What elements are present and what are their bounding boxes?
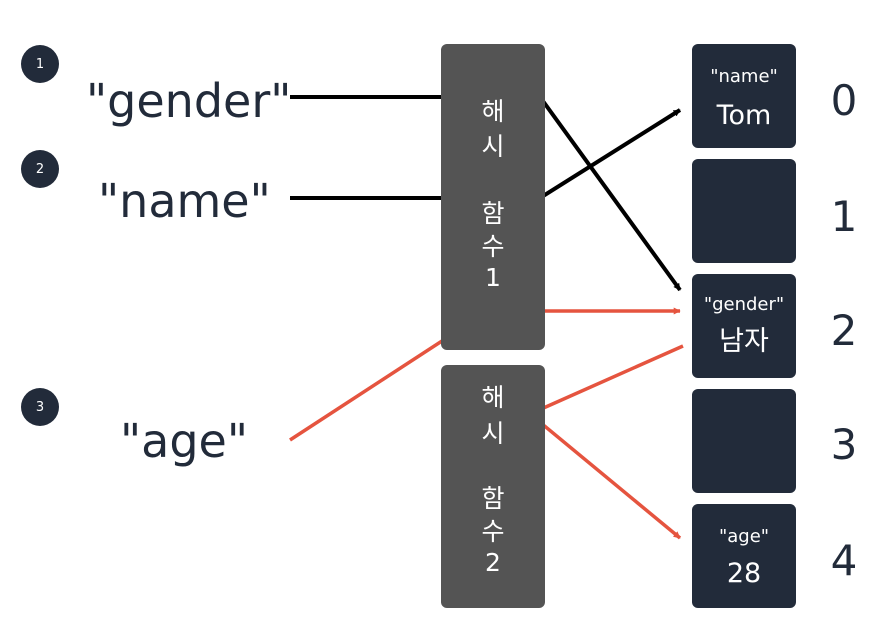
bucket-index-2: 2 <box>830 306 858 355</box>
step-badge-2: 2 <box>21 150 59 188</box>
bucket-1 <box>692 159 796 263</box>
key-name: "name" <box>98 174 271 228</box>
bucket-index-4: 4 <box>830 536 858 585</box>
bucket-0-value: Tom <box>716 100 772 131</box>
bucket-0-key: "name" <box>710 66 778 87</box>
step-badge-3: 3 <box>21 388 59 426</box>
arrow-rehash-to-bucket-4 <box>526 344 684 540</box>
key-age: "age" <box>120 414 249 468</box>
step-badge-1: 1 <box>21 45 59 83</box>
bucket-index-3: 3 <box>830 420 858 469</box>
hash-function-1-char: 수 <box>481 232 505 261</box>
hash-function-1-char: 함 <box>481 199 505 228</box>
bucket-4-value: 28 <box>726 558 762 589</box>
hash-function-2-char: 2 <box>485 548 501 577</box>
hash-function-2-char: 해 <box>481 383 505 412</box>
bucket-0: "name" Tom <box>692 44 796 148</box>
hash-function-1-char: 1 <box>485 263 501 292</box>
bucket-index-1: 1 <box>830 192 858 241</box>
hash-function-2-char: 수 <box>481 517 505 546</box>
hash-function-1-char: 해 <box>481 97 505 126</box>
bucket-2-value: 남자 <box>719 326 769 357</box>
hash-function-2-box: 해 시 함 수 2 <box>441 365 545 608</box>
hash-function-1-char: 시 <box>481 132 505 161</box>
hash-function-2-char: 함 <box>481 484 505 513</box>
hash-function-1-box: 해 시 함 수 1 <box>441 44 545 350</box>
key-gender: "gender" <box>86 74 292 128</box>
bucket-3 <box>692 389 796 493</box>
bucket-2-key: "gender" <box>703 294 785 315</box>
bucket-2: "gender" 남자 <box>692 274 796 378</box>
bucket-4-key: "age" <box>718 526 770 547</box>
bucket-4: "age" 28 <box>692 504 796 608</box>
bucket-index-0: 0 <box>830 76 858 125</box>
hash-function-2-char: 시 <box>481 419 505 448</box>
